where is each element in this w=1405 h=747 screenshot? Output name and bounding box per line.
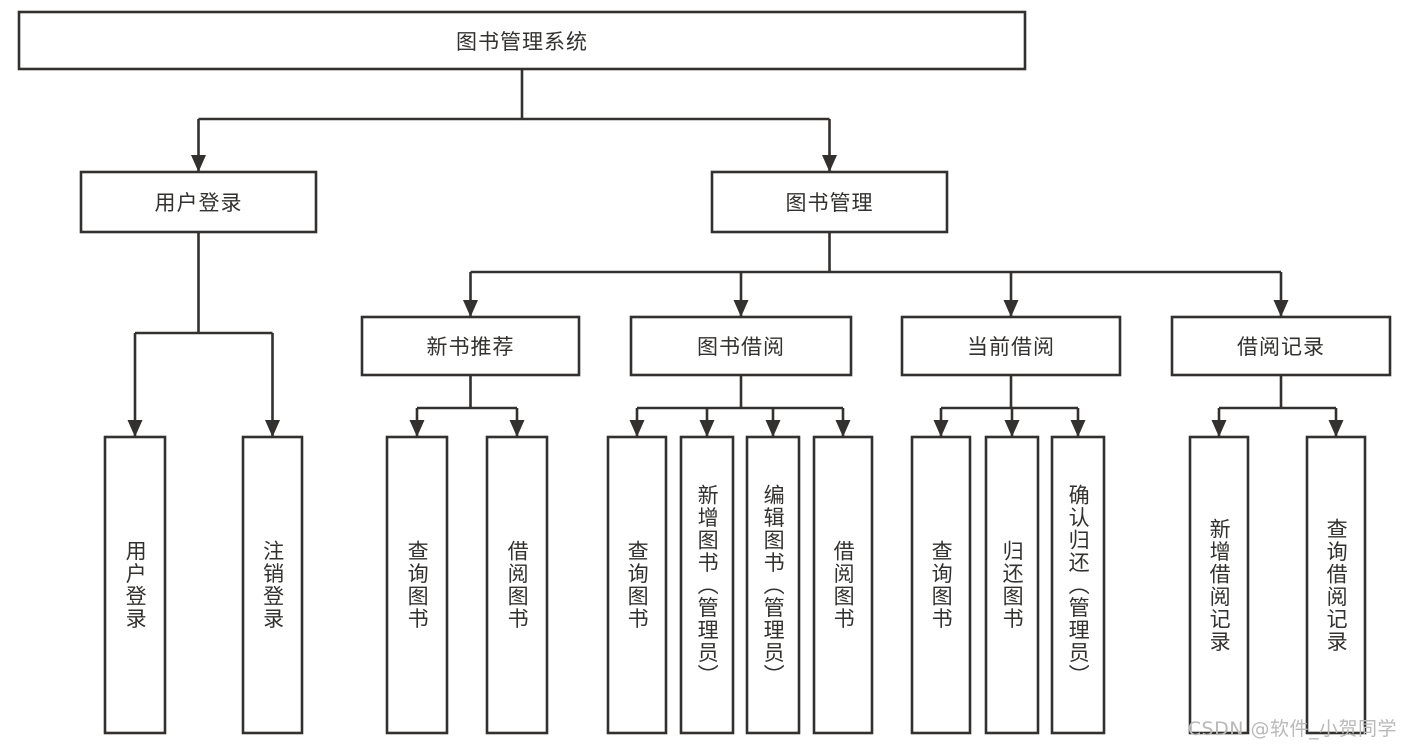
node-box-leaf-query-borrow-record[interactable] — [1305, 435, 1367, 735]
node-box-user-login[interactable] — [79, 170, 318, 234]
connector-arrow-icon — [1003, 300, 1019, 317]
connector-arrow-icon — [1004, 420, 1020, 437]
node-box-leaf-add-book-admin[interactable] — [679, 435, 735, 735]
connector-arrow-icon — [509, 420, 525, 437]
node-box-current-borrow[interactable] — [900, 315, 1122, 377]
connector-arrow-icon — [191, 155, 206, 172]
watermark: CSDN @软件_小贺同学 — [1187, 718, 1397, 740]
connector-arrow-icon — [733, 300, 749, 317]
connectors-layer — [127, 69, 1344, 437]
connector-arrow-icon — [1328, 420, 1344, 437]
node-box-leaf-query-book-borrow[interactable] — [606, 435, 668, 735]
node-box-leaf-borrow-book-rec[interactable] — [485, 435, 549, 735]
node-box-leaf-add-borrow-record[interactable] — [1188, 435, 1250, 735]
node-box-leaf-query-book-current[interactable] — [910, 435, 972, 735]
node-box-root[interactable] — [17, 10, 1027, 71]
connector-arrow-icon — [265, 420, 280, 437]
connector-arrow-icon — [699, 420, 715, 437]
connector-arrow-icon — [629, 420, 645, 437]
connector-arrow-icon — [463, 300, 478, 317]
connector-arrow-icon — [1273, 300, 1289, 317]
node-box-leaf-return-book[interactable] — [984, 435, 1040, 735]
node-box-leaf-query-book-rec[interactable] — [385, 435, 449, 735]
node-box-leaf-user-logout[interactable] — [241, 435, 304, 735]
node-box-book-manage[interactable] — [710, 170, 949, 234]
node-box-new-book-recommend[interactable] — [360, 315, 581, 377]
connector-arrow-icon — [835, 420, 851, 437]
connector-arrow-icon — [822, 155, 837, 172]
node-box-leaf-confirm-return-admin[interactable] — [1050, 435, 1106, 735]
connector-arrow-icon — [933, 420, 949, 437]
node-box-leaf-user-login[interactable] — [103, 435, 167, 735]
connector-arrow-icon — [765, 420, 781, 437]
node-box-leaf-borrow-book[interactable] — [812, 435, 874, 735]
connector-arrow-icon — [127, 420, 143, 437]
connector-arrow-icon — [409, 420, 425, 437]
node-boxes-layer — [17, 10, 1392, 735]
node-box-borrow-record[interactable] — [1170, 315, 1392, 377]
node-box-leaf-edit-book-admin[interactable] — [745, 435, 801, 735]
connector-arrow-icon — [1211, 420, 1227, 437]
node-box-book-borrow[interactable] — [629, 315, 853, 377]
connector-arrow-icon — [1070, 420, 1086, 437]
